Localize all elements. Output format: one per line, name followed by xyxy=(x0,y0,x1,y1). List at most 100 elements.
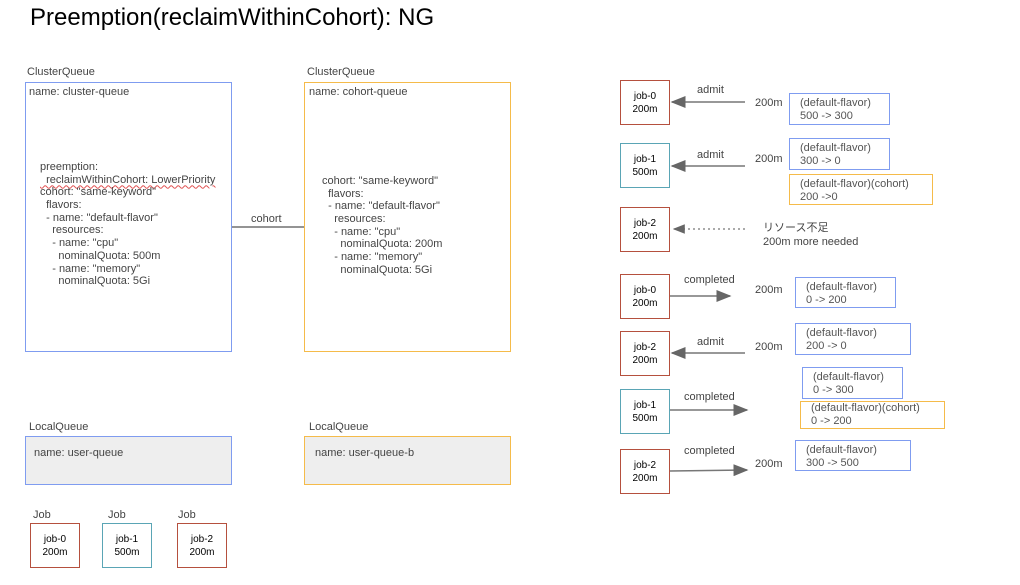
action-label: admit xyxy=(697,149,724,161)
amount-label: 200m xyxy=(755,341,783,353)
local-queue-name: name: user-queue xyxy=(34,447,124,459)
cohort-flavor-box: (default-flavor)(cohort)200 ->0 xyxy=(789,174,933,205)
cluster-queue-yaml: preemption: reclaimWithinCohort: LowerPr… xyxy=(40,161,215,288)
flavor-box: (default-flavor)0 -> 300 xyxy=(802,367,903,399)
local-queue-b-name: name: user-queue-b xyxy=(315,447,415,459)
job-name: job-2 xyxy=(633,341,657,353)
yaml-line: - name: "cpu" xyxy=(322,225,401,238)
yaml-line: - name: "memory" xyxy=(322,251,423,264)
cluster-queue-label: ClusterQueue xyxy=(27,66,95,78)
job-name: job-2 xyxy=(633,459,657,471)
yaml-line: cohort: "same-keyword" xyxy=(40,186,157,199)
flavor-change: 200 ->0 xyxy=(800,191,838,203)
job-cpu: 200m xyxy=(632,103,658,115)
job-cpu: 500m xyxy=(632,412,658,424)
yaml-line: resources: xyxy=(40,224,104,237)
page-title: Preemption(reclaimWithinCohort): NG xyxy=(30,4,435,31)
amount-label: 200m xyxy=(755,284,783,296)
yaml-line: - name: "default-flavor" xyxy=(40,211,158,224)
cohort-queue-name: name: cohort-queue xyxy=(309,86,408,98)
action-label: admit xyxy=(697,336,724,348)
flavor-change: 0 -> 200 xyxy=(806,294,847,306)
job-cpu: 500m xyxy=(114,546,140,558)
insufficient-resource-note: リソース不足 xyxy=(763,222,829,234)
flavor-title: (default-flavor) xyxy=(813,371,884,383)
job-cpu: 200m xyxy=(632,354,658,366)
job-name: job-1 xyxy=(633,153,657,165)
local-queue-box[interactable]: name: user-queue xyxy=(25,436,232,485)
job-cpu: 500m xyxy=(632,166,658,178)
action-label: completed xyxy=(684,274,735,286)
local-queue-b-label: LocalQueue xyxy=(309,421,369,433)
yaml-line: nominalQuota: 5Gi xyxy=(40,275,151,288)
amount-label: 200m xyxy=(755,458,783,470)
yaml-line: flavors: xyxy=(40,199,82,212)
job-name: job-2 xyxy=(633,217,657,229)
cohort-link-label: cohort xyxy=(251,213,282,225)
yaml-line: resources: xyxy=(322,213,386,226)
job-cpu: 200m xyxy=(42,546,68,558)
job-name: job-0 xyxy=(633,284,657,296)
cohort-queue-label: ClusterQueue xyxy=(307,66,375,78)
flavor-change: 0 -> 200 xyxy=(811,415,852,427)
flavor-title: (default-flavor) xyxy=(800,97,871,109)
yaml-line: - name: "cpu" xyxy=(40,237,119,250)
flavor-title: (default-flavor) xyxy=(806,327,877,339)
cohort-queue-yaml: cohort: "same-keyword" flavors: - name: … xyxy=(322,175,442,277)
yaml-line: preemption: xyxy=(40,161,99,173)
flavor-title: (default-flavor) xyxy=(806,281,877,293)
action-label: admit xyxy=(697,84,724,96)
cohort-flavor-box: (default-flavor)(cohort)0 -> 200 xyxy=(800,401,945,429)
job-label: Job xyxy=(178,509,196,521)
flavor-box: (default-flavor)300 -> 0 xyxy=(789,138,890,170)
job-cpu: 200m xyxy=(632,297,658,309)
flavor-change: 200 -> 0 xyxy=(806,340,847,352)
yaml-line: flavors: xyxy=(322,187,364,200)
yaml-line: nominalQuota: 200m xyxy=(322,238,443,251)
job-name: job-2 xyxy=(190,533,214,545)
yaml-line: - name: "default-flavor" xyxy=(322,200,440,213)
job-name: job-1 xyxy=(115,533,139,545)
flavor-title: (default-flavor) xyxy=(806,444,877,456)
amount-label: 200m xyxy=(755,153,783,165)
yaml-line: - name: "memory" xyxy=(40,262,141,275)
job-label: Job xyxy=(33,509,51,521)
cluster-queue-name: name: cluster-queue xyxy=(29,86,130,98)
flavor-change: 0 -> 300 xyxy=(813,384,854,396)
action-label: completed xyxy=(684,445,735,457)
job-cpu: 200m xyxy=(189,546,215,558)
yaml-line: reclaimWithinCohort: LowerPriority xyxy=(40,173,216,186)
flavor-change: 300 -> 500 xyxy=(806,457,859,469)
flavor-title: (default-flavor)(cohort) xyxy=(800,178,909,190)
flavor-change: 300 -> 0 xyxy=(800,155,841,167)
job-name: job-1 xyxy=(633,399,657,411)
job-name: job-0 xyxy=(43,533,67,545)
more-needed-note: 200m more needed xyxy=(763,236,859,248)
flavor-box: (default-flavor)0 -> 200 xyxy=(795,277,896,308)
local-queue-label: LocalQueue xyxy=(29,421,89,433)
cohort-queue-box[interactable]: name: cohort-queue cohort: "same-keyword… xyxy=(304,82,511,352)
flavor-box: (default-flavor)300 -> 500 xyxy=(795,440,911,471)
job-label: Job xyxy=(108,509,126,521)
action-label: completed xyxy=(684,391,735,403)
job-cpu: 200m xyxy=(632,472,658,484)
flavor-change: 500 -> 300 xyxy=(800,110,853,122)
completed-arrow xyxy=(669,464,749,477)
job-name: job-0 xyxy=(633,90,657,102)
local-queue-b-box[interactable]: name: user-queue-b xyxy=(304,436,511,485)
cluster-queue-box[interactable]: name: cluster-queue preemption: reclaimW… xyxy=(25,82,232,352)
amount-label: 200m xyxy=(755,97,783,109)
yaml-line: nominalQuota: 500m xyxy=(40,249,161,262)
flavor-box: (default-flavor)200 -> 0 xyxy=(795,323,911,355)
